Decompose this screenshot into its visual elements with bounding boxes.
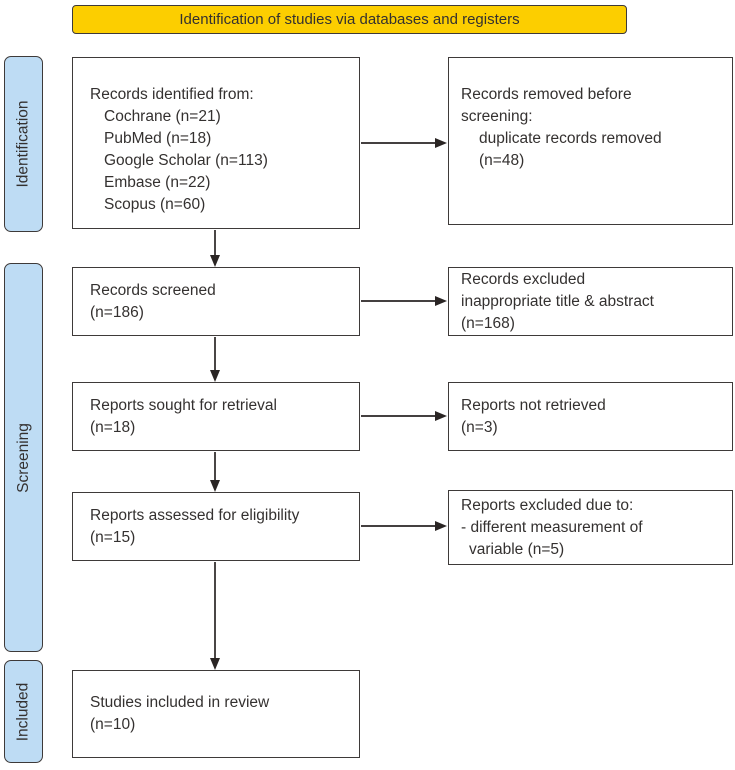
records-screened-box: Records screened (n=186) bbox=[72, 267, 360, 336]
reports-not-retrieved-box: Reports not retrieved (n=3) bbox=[448, 382, 733, 451]
stage-identification: Identification bbox=[4, 56, 43, 232]
box-line: Studies included in review bbox=[90, 694, 270, 711]
box-line: inappropriate title & abstract bbox=[461, 292, 654, 310]
box-line: Records screened bbox=[90, 281, 216, 299]
stage-included: Included bbox=[4, 660, 43, 763]
box-line: (n=15) bbox=[90, 528, 136, 546]
box-line: Reports not retrieved bbox=[461, 396, 606, 414]
box-line: Reports sought for retrieval bbox=[90, 396, 277, 414]
box-line: (n=3) bbox=[461, 418, 498, 436]
studies-included-box: Studies included in review (n=10) bbox=[72, 670, 360, 758]
box-line: Reports assessed for eligibility bbox=[90, 506, 300, 524]
box-line: (n=18) bbox=[90, 418, 136, 436]
box-line: Scopus (n=60) bbox=[104, 196, 206, 213]
box-line: (n=10) bbox=[90, 716, 136, 733]
box-line: duplicate records removed bbox=[479, 130, 662, 147]
banner: Identification of studies via databases … bbox=[72, 5, 627, 34]
reports-assessed-box: Reports assessed for eligibility (n=15) bbox=[72, 492, 360, 561]
box-line: (n=48) bbox=[479, 152, 525, 169]
box-line: screening: bbox=[461, 108, 533, 125]
stage-label-identification: Identification bbox=[14, 100, 32, 188]
box-line: Records excluded bbox=[461, 270, 586, 288]
box-line: (n=186) bbox=[90, 303, 144, 321]
box-line: Google Scholar (n=113) bbox=[104, 152, 268, 169]
box-line: PubMed (n=18) bbox=[104, 130, 212, 147]
reports-sought-box: Reports sought for retrieval (n=18) bbox=[72, 382, 360, 451]
box-line: Records identified from: bbox=[90, 86, 254, 103]
box-line: - different measurement of bbox=[461, 518, 643, 536]
box-line: Embase (n=22) bbox=[104, 174, 211, 191]
banner-label: Identification of studies via databases … bbox=[179, 11, 520, 28]
records-identified-box: Records identified from: Cochrane (n=21)… bbox=[72, 57, 360, 229]
box-line: variable (n=5) bbox=[469, 540, 565, 558]
box-line: Records removed before bbox=[461, 86, 632, 103]
records-excluded-box: Records excluded inappropriate title & a… bbox=[448, 267, 733, 336]
stage-label-screening: Screening bbox=[14, 422, 32, 493]
stage-label-included: Included bbox=[14, 682, 32, 741]
records-removed-box: Records removed before screening: duplic… bbox=[448, 57, 733, 225]
stage-screening: Screening bbox=[4, 263, 43, 652]
box-line: Reports excluded due to: bbox=[461, 496, 634, 514]
box-line: Cochrane (n=21) bbox=[104, 108, 221, 125]
box-line: (n=168) bbox=[461, 314, 515, 332]
reports-excluded-box: Reports excluded due to: - different mea… bbox=[448, 490, 733, 565]
